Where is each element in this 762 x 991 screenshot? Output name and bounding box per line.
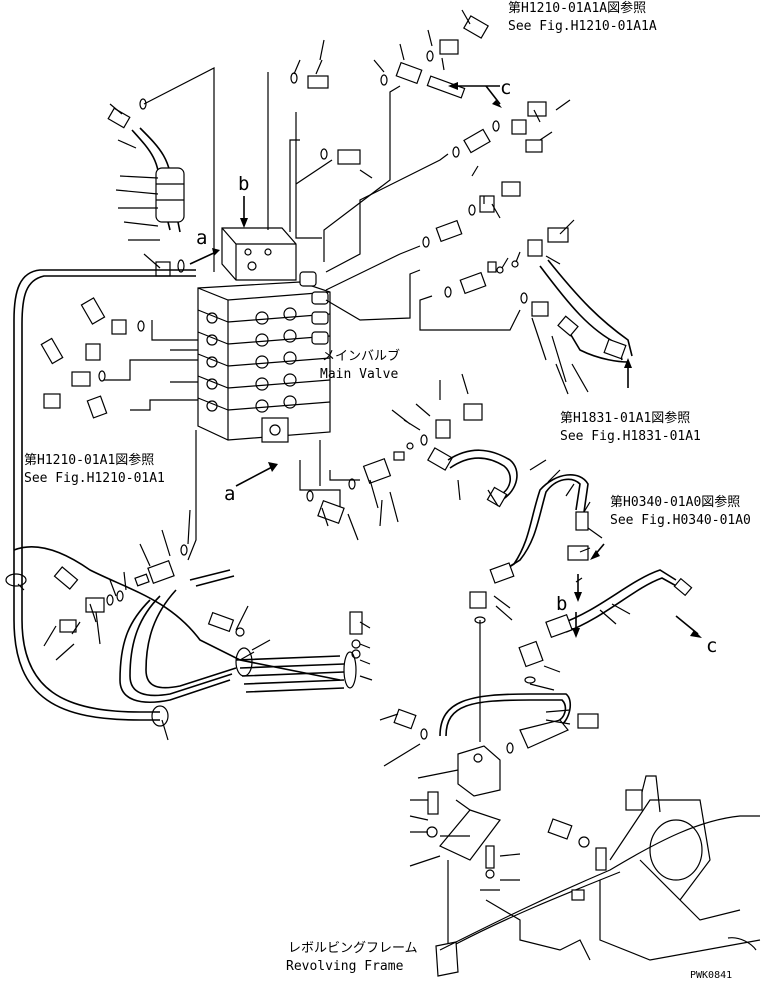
drawing-code: PWK0841 bbox=[690, 970, 732, 981]
lower-hoses bbox=[306, 403, 518, 525]
ref-fig-0340-en: See Fig.H0340-01A0 bbox=[610, 513, 751, 528]
callout-a-lower: a bbox=[224, 483, 235, 505]
leader-lines bbox=[17, 9, 631, 891]
frame-jp: レボルビングフレーム bbox=[288, 941, 418, 956]
fittings-lower-left bbox=[53, 544, 363, 659]
revolving-frame bbox=[426, 775, 761, 977]
tube-lines bbox=[104, 67, 521, 561]
main-valve-jp: メインバルブ bbox=[322, 348, 400, 364]
fittings-top bbox=[290, 15, 633, 363]
callout-a-top: a bbox=[196, 227, 207, 249]
tube-loops bbox=[5, 269, 357, 727]
ref-fig-0340-jp: 第H0340-01A0図参照 bbox=[610, 494, 740, 510]
arrows bbox=[189, 82, 702, 638]
ref-fig-a1-jp: 第H1210-01A1図参照 bbox=[24, 452, 154, 468]
ref-fig-1831-en: See Fig.H1831-01A1 bbox=[560, 429, 701, 444]
ref-fig-1831-jp: 第H1831-01A1図参照 bbox=[560, 410, 690, 426]
callout-c-top: c bbox=[500, 77, 511, 99]
ref-fig-a1-en: See Fig.H1210-01A1 bbox=[24, 471, 165, 486]
text-labels: 第H1210-01A1A図参照 See Fig.H1210-01A1A メインバ… bbox=[24, 0, 751, 981]
fittings-left bbox=[40, 98, 185, 419]
ref-fig-a1a-jp: 第H1210-01A1A図参照 bbox=[508, 0, 646, 16]
main-valve-en: Main Valve bbox=[320, 367, 398, 382]
callout-b-lower: b bbox=[556, 593, 567, 615]
main-valve bbox=[197, 227, 331, 443]
callout-c-lower: c bbox=[706, 635, 717, 657]
hoses-lower-right bbox=[393, 474, 693, 797]
ref-fig-a1a-en: See Fig.H1210-01A1A bbox=[508, 19, 657, 34]
callout-b-top: b bbox=[238, 173, 249, 195]
frame-en: Revolving Frame bbox=[286, 959, 404, 974]
